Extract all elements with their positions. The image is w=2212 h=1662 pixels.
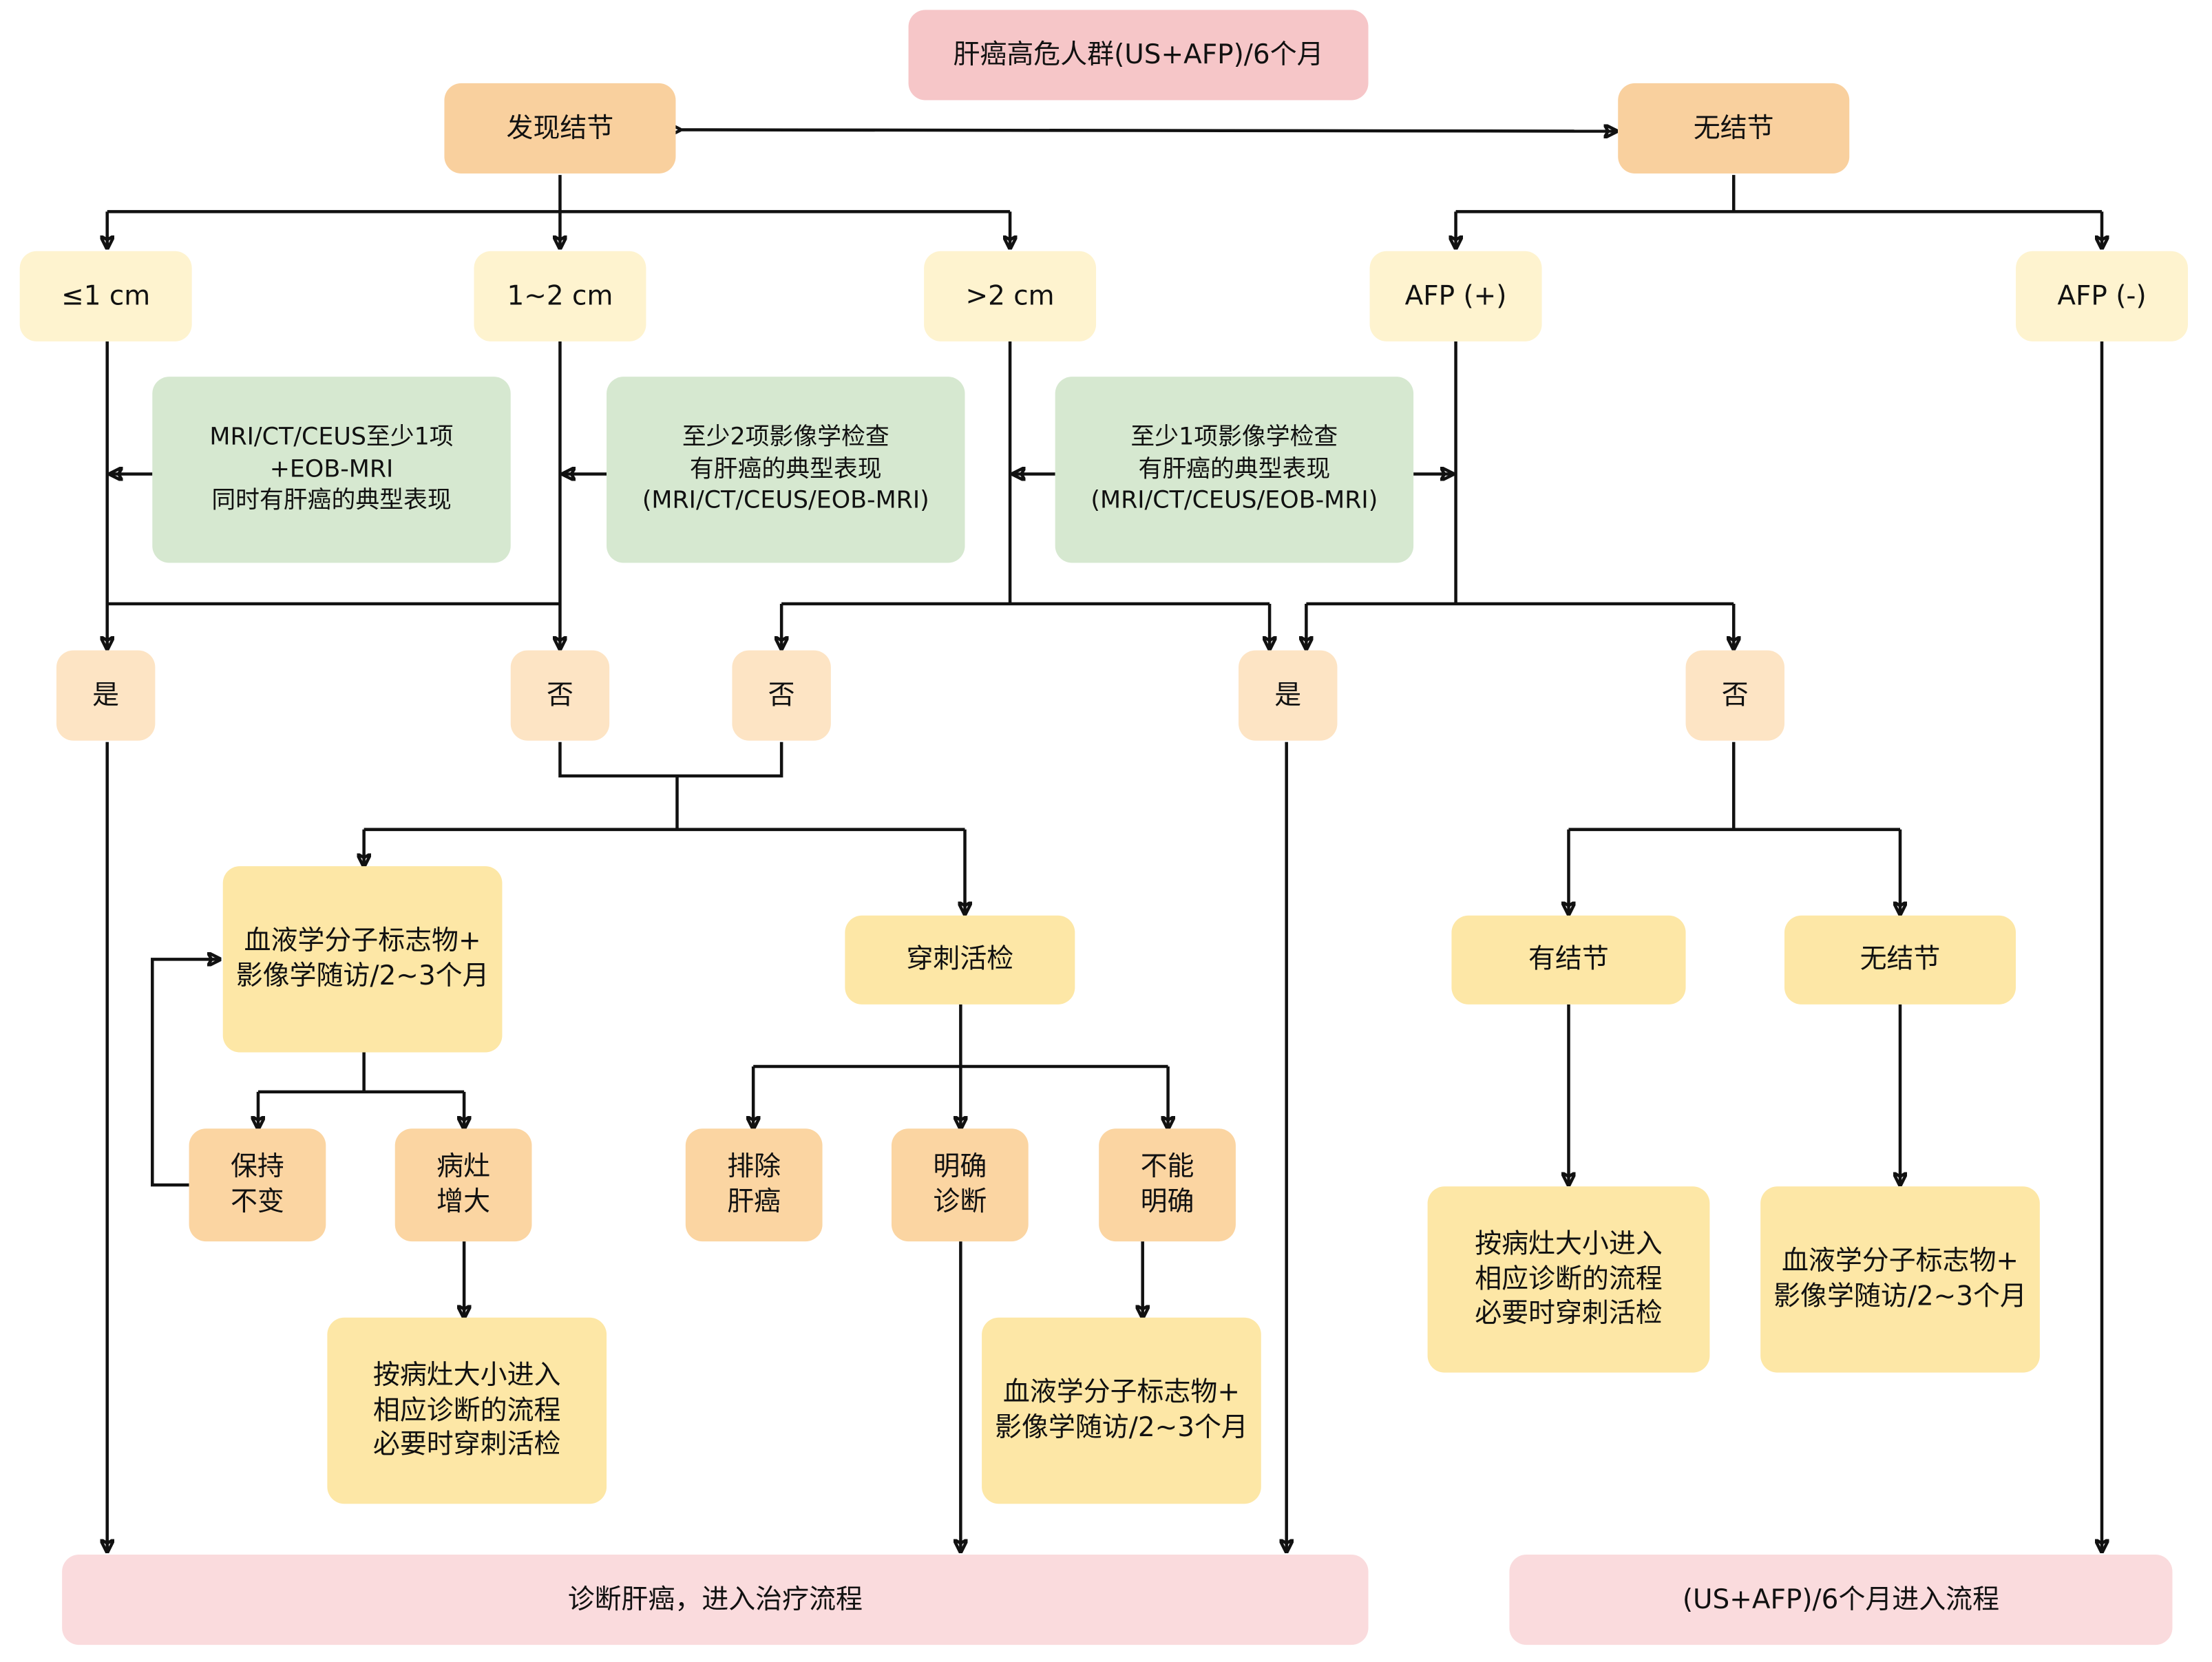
node-blood-imaging-followup: 血液学分子标志物+ 影像学随访/2~3个月 [222, 866, 503, 1053]
node-cannot-confirm: 不能 明确 [1099, 1128, 1236, 1242]
decision-yes-left: 是 [56, 650, 156, 741]
outcome-diagnosed-treatment: 诊断肝癌，进入治疗流程 [62, 1554, 1369, 1645]
node-afp-negative: AFP (-) [2016, 251, 2188, 341]
criteria-1to2: 至少2项影像学检查 有肝癌的典型表现 (MRI/CT/CEUS/EOB-MRI) [607, 377, 965, 563]
arrow-nodule-no-nodule [680, 130, 1617, 132]
node-no-nodule: 无结节 [1618, 83, 1850, 174]
decision-no-left2: 否 [732, 650, 831, 741]
loop-stable-back [151, 959, 220, 1187]
node-afp-no-nodule: 无结节 [1784, 915, 2016, 1004]
criteria-le1: MRI/CT/CEUS至少1项 +EOB-MRI 同时有肝癌的典型表现 [152, 377, 511, 563]
decision-yes-mid: 是 [1239, 650, 1338, 741]
decision-no-left1: 否 [510, 650, 610, 741]
node-afp-no-nodule-next: 血液学分子标志物+ 影像学随访/2~3个月 [1760, 1186, 2040, 1373]
merge-no [558, 741, 783, 778]
node-stable: 保持 不变 [189, 1128, 326, 1242]
node-enlarged-next-step: 按病灶大小进入 相应诊断的流程 必要时穿刺活检 [327, 1317, 607, 1504]
node-size-1to2: 1~2 cm [474, 251, 646, 341]
outcome-reenter-screening: (US+AFP)/6个月进入流程 [1509, 1554, 2173, 1645]
node-enlarged: 病灶 增大 [394, 1128, 532, 1242]
node-biopsy: 穿刺活检 [845, 915, 1075, 1004]
node-confirmed-diagnosis: 明确 诊断 [891, 1128, 1029, 1242]
title-node: 肝癌高危人群(US+AFP)/6个月 [908, 10, 1369, 101]
node-exclude-cancer: 排除 肝癌 [685, 1128, 823, 1242]
node-afp-has-nodule: 有结节 [1451, 915, 1686, 1004]
node-afp-has-nodule-next: 按病灶大小进入 相应诊断的流程 必要时穿刺活检 [1427, 1186, 1710, 1373]
node-nodule-found: 发现结节 [444, 83, 676, 174]
node-afp-positive: AFP (+) [1369, 251, 1542, 341]
node-unclear-next-step: 血液学分子标志物+ 影像学随访/2~3个月 [982, 1317, 1261, 1504]
node-size-le1: ≤1 cm [19, 251, 192, 341]
criteria-gt2: 至少1项影像学检查 有肝癌的典型表现 (MRI/CT/CEUS/EOB-MRI) [1055, 377, 1414, 563]
node-size-gt2: >2 cm [924, 251, 1097, 341]
decision-no-right: 否 [1685, 650, 1784, 741]
